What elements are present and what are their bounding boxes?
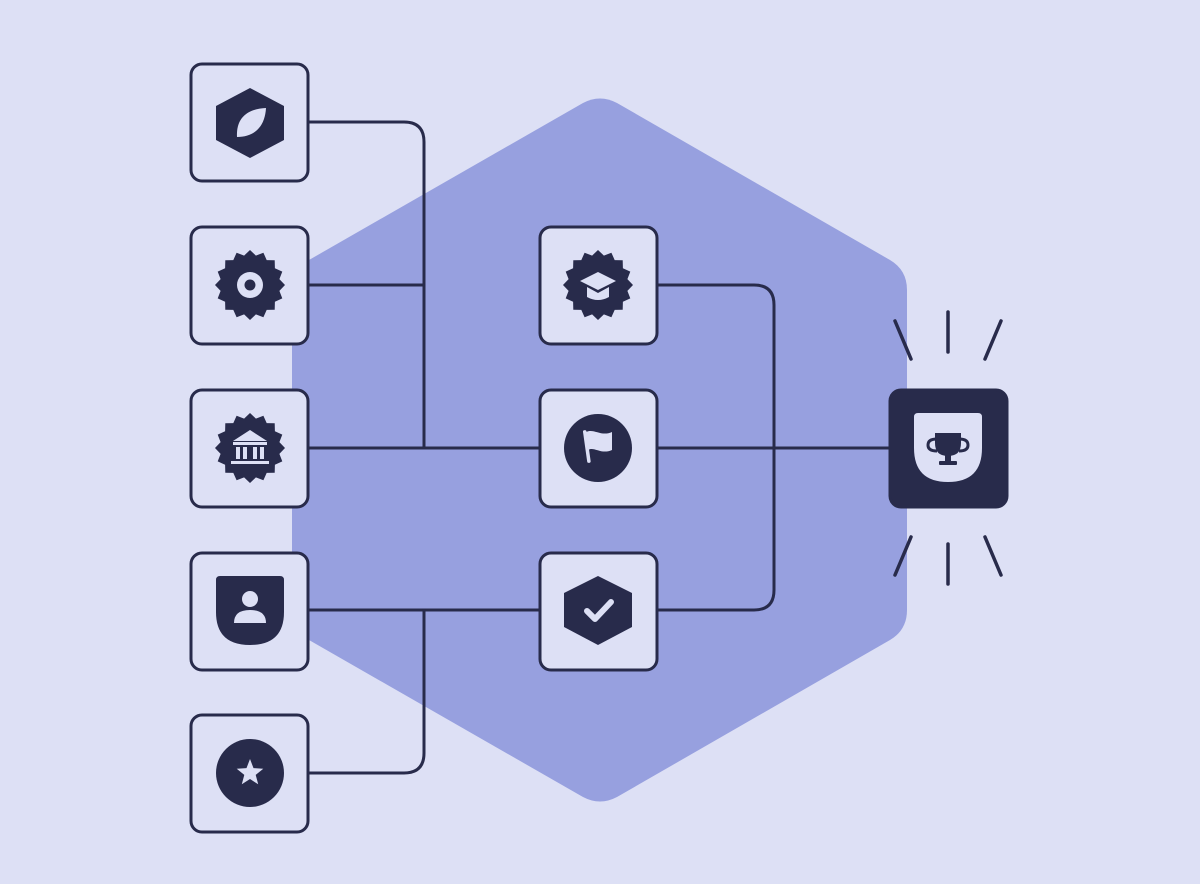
connector-wires	[306, 120, 892, 775]
star-icon	[216, 739, 284, 807]
badge-tile-star[interactable]	[189, 713, 310, 834]
gear-icon	[215, 250, 285, 320]
badge-tile-flag[interactable]	[538, 388, 659, 509]
wire-leaf-to-flag	[306, 120, 426, 450]
trophy-icon	[914, 413, 982, 482]
graduation-cap-icon	[563, 250, 633, 320]
flag-icon	[564, 414, 632, 482]
wire-check-to-trophy	[655, 446, 776, 612]
trophy-glow-rays	[893, 310, 1003, 586]
badge-tile-person[interactable]	[189, 551, 310, 672]
bank-icon	[215, 413, 285, 483]
badge-tile-check[interactable]	[538, 551, 659, 672]
badge-tile-bank[interactable]	[189, 388, 310, 509]
badge-tile-graduation[interactable]	[538, 225, 659, 346]
check-icon	[564, 576, 632, 645]
badge-tile-gear[interactable]	[189, 225, 310, 346]
person-icon	[216, 576, 284, 645]
badge-tile-leaf[interactable]	[189, 62, 310, 183]
wire-star-to-check	[306, 608, 426, 775]
leaf-icon	[216, 88, 284, 158]
trophy-tile[interactable]	[888, 388, 1009, 509]
wire-graduation-to-trophy	[655, 283, 776, 450]
